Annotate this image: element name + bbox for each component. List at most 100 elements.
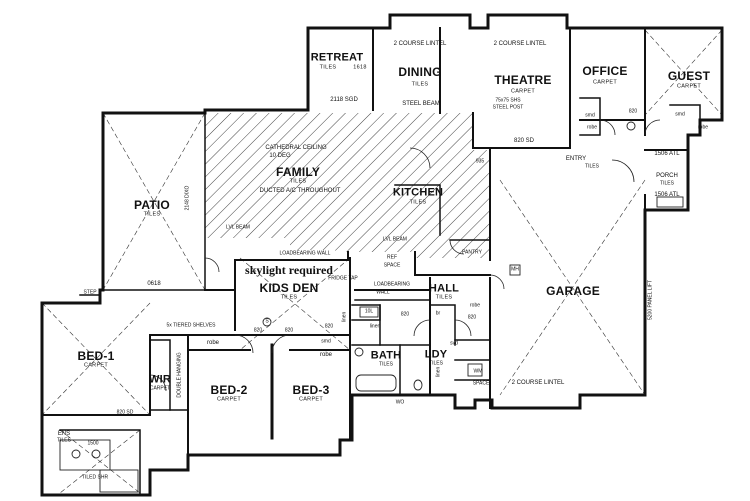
room-retreat-floor: TILES [319,64,337,71]
cathedral-ceiling-hatch [205,113,490,258]
note-patio-dim: 2148 DIXO [184,185,191,211]
note-smd-bed3: smd [321,338,331,345]
room-office-label: OFFICE [582,64,628,78]
note-lvl-beam-2: LVL BEAM [383,236,407,243]
note-atl-2: 1506 ATL [654,192,680,198]
note-wo: WO [395,399,405,406]
room-bath-floor: TILES [379,361,393,368]
room-dining-floor: TILES [411,81,429,88]
note-robe-bed2: robe [206,340,220,346]
room-entry-label: ENTRY [565,156,587,162]
room-entry-floor: TILES [585,163,599,170]
room-theatre-label: THEATRE [494,73,552,87]
note-loadbearing-1: LOADBEARING WALL [279,250,331,257]
note-935: 935 [475,158,485,165]
note-smd-guest: smd [675,111,685,118]
note-patio-0618: 0618 [147,281,161,287]
smoke-detector-icon [262,317,272,327]
note-lintel-garage: 2 COURSE LINTEL [511,380,565,386]
room-family-label: FAMILY [275,165,321,179]
note-ens-shower: TILED SHR [81,474,109,481]
note-skylight: skylight required [245,263,333,277]
basin-icon [354,347,364,357]
room-guest-label: GUEST [667,69,711,83]
note-ens-1500: 1500 [87,440,99,447]
note-820-b: 820 [284,327,294,334]
note-820-c: 820 [324,323,334,330]
note-retreat-sgd: 2118 SGD [330,97,358,103]
room-hall-floor: TILES [435,294,453,301]
note-robe-hall: robe [469,302,481,309]
note-lintel-dining: 2 COURSE LINTEL [393,41,447,47]
room-ens-floor: TILES [57,437,71,444]
room-porch-floor: TILES [660,180,674,187]
room-guest-floor: CARPET [676,83,702,90]
note-robe-office: robe [586,124,598,131]
room-bath-label: BATH [370,349,402,362]
note-steel-post: STEEL POST [492,104,524,111]
washing-machine-icon [467,363,483,377]
basin-icon [91,449,101,459]
walls [40,13,724,497]
note-fridge-space: SPACE [383,262,401,269]
room-bed3-floor: CARPET [298,396,324,403]
room-porch-label: PORCH [656,173,678,179]
note-shelves: 5x TIERED SHELVES [166,322,216,329]
note-mh: MH [511,266,519,273]
room-theatre-floor: CARPET [510,88,536,95]
note-space: SPACE [472,380,490,387]
note-loadbearing-2b: WALL [376,289,390,296]
room-hall-label: HALL [428,282,460,295]
note-820-d: 820 [400,311,410,318]
room-family-floor: TILES [289,178,307,185]
note-cathedral: CATHEDRAL CEILING [265,145,327,151]
basin-icon [71,449,81,459]
room-retreat-dim: 1618 [353,64,367,71]
note-svd: svd [450,340,458,347]
room-wir-floor: CARPET [149,385,171,392]
note-steel-beam: STEEL BEAM [402,101,440,107]
smoke-detector-icon [626,121,636,131]
note-shs-post: 75x75 SHS [495,97,521,104]
note-linen-1: linen [341,311,348,323]
room-dining-label: DINING [398,65,442,79]
shower-icon [99,469,139,493]
note-step: STEP [83,289,97,296]
note-lintel-theatre: 2 COURSE LINTEL [493,41,547,47]
room-ldy-floor: TILES [429,360,443,367]
room-bed2-floor: CARPET [216,396,242,403]
vanity-icon [59,439,111,471]
void-diagonals [41,29,723,494]
note-10l: 10L [364,308,374,315]
room-wir-label: WIR [149,373,171,386]
hws-icon [359,306,379,318]
note-820-e: 820 [467,314,477,321]
note-ducted: DUCTED A/C THROUGHOUT [259,188,341,194]
note-s-mark: S [265,318,269,325]
note-820-bed1: 820 SD [116,409,134,416]
room-kids-den-floor: TILES [280,294,298,301]
room-bed1-label: BED-1 [77,349,115,363]
room-bed3-label: BED-3 [292,383,330,397]
room-ldy-label: LDY [424,348,448,361]
manhole-icon [509,264,521,276]
room-kids-den-label: KIDS DEN [259,281,319,295]
note-smd-office: smd [585,112,595,119]
note-wir-shelf: DOUBLE HANGING [176,352,183,398]
room-kitchen-floor: TILES [409,199,427,206]
note-loadbearing-2: LOADBEARING [373,281,411,288]
note-pantry: PANTRY [462,249,482,256]
door-swings [149,119,661,392]
note-linen-3: linen [435,366,442,378]
note-robe-guest: robe [697,124,709,131]
bathtub-icon [355,374,397,392]
room-garage-label: GARAGE [546,284,600,298]
note-fridge: REF [387,254,397,261]
fixtures [59,121,684,493]
note-lvl-beam-1: LVL BEAM [226,224,250,231]
note-linen-2: linen [369,323,381,330]
note-theatre-door: 820 SD [513,138,535,144]
note-fridge-tap: FRIDGE TAP [328,275,358,282]
